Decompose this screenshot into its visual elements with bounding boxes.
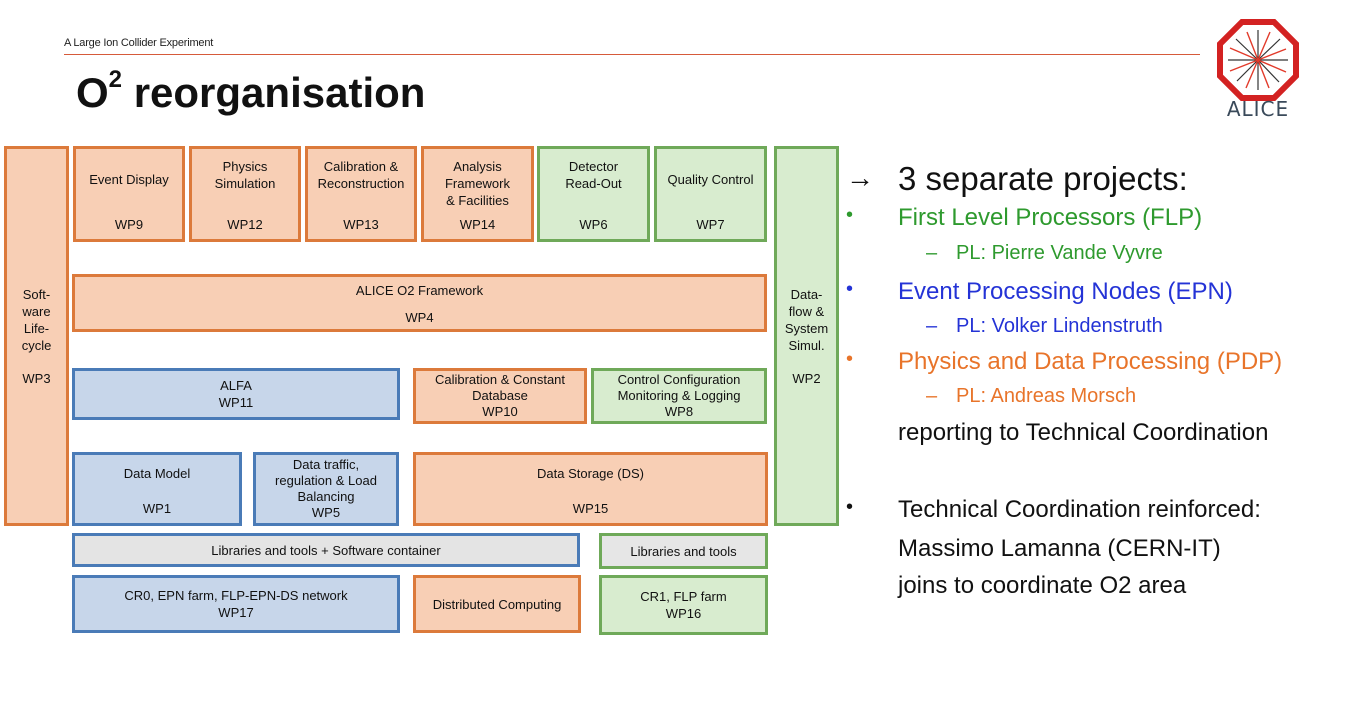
box-label: Libraries and tools bbox=[630, 543, 737, 559]
box-label: Distributed Computing bbox=[432, 596, 562, 612]
box-label: ALFA bbox=[220, 378, 252, 393]
box-label: Calibration & Constant Database bbox=[434, 372, 566, 403]
box-alfa: ALFA WP11 bbox=[72, 368, 400, 420]
bullet-text: Massimo Lamanna (CERN-IT) bbox=[898, 535, 1221, 562]
box-data-traffic: Data traffic, regulation & Load Balancin… bbox=[253, 452, 399, 526]
box-wp: WP15 bbox=[572, 501, 609, 516]
box-wp: WP5 bbox=[311, 505, 341, 520]
box-label: CR0, EPN farm, FLP-EPN-DS network bbox=[124, 588, 348, 603]
box-label: Soft- ware Life- cycle bbox=[21, 286, 52, 353]
box-wp: WP11 bbox=[218, 395, 254, 410]
box-wp: WP3 bbox=[22, 370, 51, 386]
box-label: Data Model bbox=[123, 466, 191, 481]
box-wp: WP9 bbox=[114, 217, 144, 232]
box-data-storage: Data Storage (DS) WP15 bbox=[413, 452, 768, 526]
dash: – bbox=[926, 242, 938, 264]
box-label: Data traffic, regulation & Load Balancin… bbox=[275, 457, 377, 504]
bullet-text: Event Processing Nodes (EPN) bbox=[898, 278, 1233, 305]
box-analysis-framework: Analysis Framework & Facilities WP14 bbox=[421, 146, 534, 242]
header-subtitle: A Large Ion Collider Experiment bbox=[64, 37, 214, 49]
box-wp: WP14 bbox=[459, 217, 496, 232]
box-control-configuration: Control Configuration Monitoring & Loggi… bbox=[591, 368, 767, 424]
box-calibration-database: Calibration & Constant Database WP10 bbox=[413, 368, 587, 424]
box-wp: WP13 bbox=[343, 217, 379, 232]
box-dataflow-simulation: Data- flow & System Simul. WP2 bbox=[774, 146, 839, 526]
bullet-dot: • bbox=[846, 204, 854, 226]
box-wp: WP4 bbox=[405, 310, 434, 325]
box-physics-simulation: Physics Simulation WP12 bbox=[189, 146, 301, 242]
box-label: Control Configuration Monitoring & Loggi… bbox=[617, 372, 741, 403]
box-data-model: Data Model WP1 bbox=[72, 452, 242, 526]
box-label: Calibration & Reconstruction bbox=[317, 159, 405, 191]
box-label: Data- flow & System Simul. bbox=[784, 286, 829, 353]
box-wp: WP16 bbox=[665, 606, 702, 621]
bullet-dot: • bbox=[846, 496, 854, 518]
box-cr1-farm: CR1, FLP farm WP16 bbox=[599, 575, 768, 635]
bullet-text: Technical Coordination reinforced: bbox=[898, 496, 1261, 523]
box-alice-o2-framework: ALICE O2 Framework WP4 bbox=[72, 274, 767, 332]
box-quality-control: Quality Control WP7 bbox=[654, 146, 767, 242]
box-label: Physics Simulation bbox=[214, 159, 276, 191]
box-label: Detector Read-Out bbox=[565, 159, 622, 191]
box-wp: WP1 bbox=[142, 501, 172, 516]
box-wp: WP10 bbox=[482, 404, 518, 419]
box-distributed-computing: Distributed Computing bbox=[413, 575, 581, 633]
arrow-icon: → bbox=[846, 162, 874, 193]
sub-bullet-text: PL: Volker Lindenstruth bbox=[956, 315, 1163, 337]
reporting-text: reporting to Technical Coordination bbox=[898, 419, 1269, 446]
bullet-text: Physics and Data Processing (PDP) bbox=[898, 348, 1283, 375]
box-label: Libraries and tools + Software container bbox=[211, 542, 441, 558]
box-label: CR1, FLP farm bbox=[640, 589, 727, 604]
bullet-text: joins to coordinate O2 area bbox=[898, 572, 1187, 599]
box-label: Quality Control bbox=[667, 172, 754, 187]
dash: – bbox=[926, 385, 938, 407]
alice-logo-icon: ALICE bbox=[1217, 19, 1299, 121]
box-wp: WP7 bbox=[696, 217, 725, 232]
box-label: ALICE O2 Framework bbox=[355, 283, 484, 298]
dash: – bbox=[926, 315, 938, 337]
box-calibration-reconstruction: Calibration & Reconstruction WP13 bbox=[305, 146, 417, 242]
sub-bullet-text: PL: Pierre Vande Vyvre bbox=[956, 242, 1163, 264]
bullet-dot: • bbox=[846, 348, 854, 370]
box-wp: WP17 bbox=[218, 605, 254, 620]
alice-logo-text: ALICE bbox=[1227, 97, 1289, 121]
sub-bullet-text: PL: Andreas Morsch bbox=[956, 385, 1137, 407]
box-wp: WP12 bbox=[227, 217, 263, 232]
alice-logo: ALICE bbox=[1212, 18, 1304, 122]
box-wp: WP2 bbox=[792, 370, 821, 386]
box-software-lifecycle: Soft- ware Life- cycle WP3 bbox=[4, 146, 69, 526]
box-libraries-container: Libraries and tools + Software container bbox=[72, 533, 580, 567]
box-wp: WP6 bbox=[579, 217, 608, 232]
box-libraries-tools: Libraries and tools bbox=[599, 533, 768, 569]
header-divider bbox=[64, 54, 1200, 55]
box-wp: WP8 bbox=[664, 404, 694, 419]
box-event-display: Event Display WP9 bbox=[73, 146, 185, 242]
box-label: Analysis Framework & Facilities bbox=[444, 159, 510, 208]
box-cr0-network: CR0, EPN farm, FLP-EPN-DS network WP17 bbox=[72, 575, 400, 633]
bullet-heading: 3 separate projects: bbox=[898, 160, 1188, 197]
box-detector-readout: Detector Read-Out WP6 bbox=[537, 146, 650, 242]
box-label: Data Storage (DS) bbox=[537, 466, 644, 481]
bullet-dot: • bbox=[846, 278, 854, 300]
bullet-text: First Level Processors (FLP) bbox=[898, 204, 1203, 231]
box-label: Event Display bbox=[89, 172, 169, 187]
page-title: O2 reorganisation bbox=[76, 66, 426, 116]
